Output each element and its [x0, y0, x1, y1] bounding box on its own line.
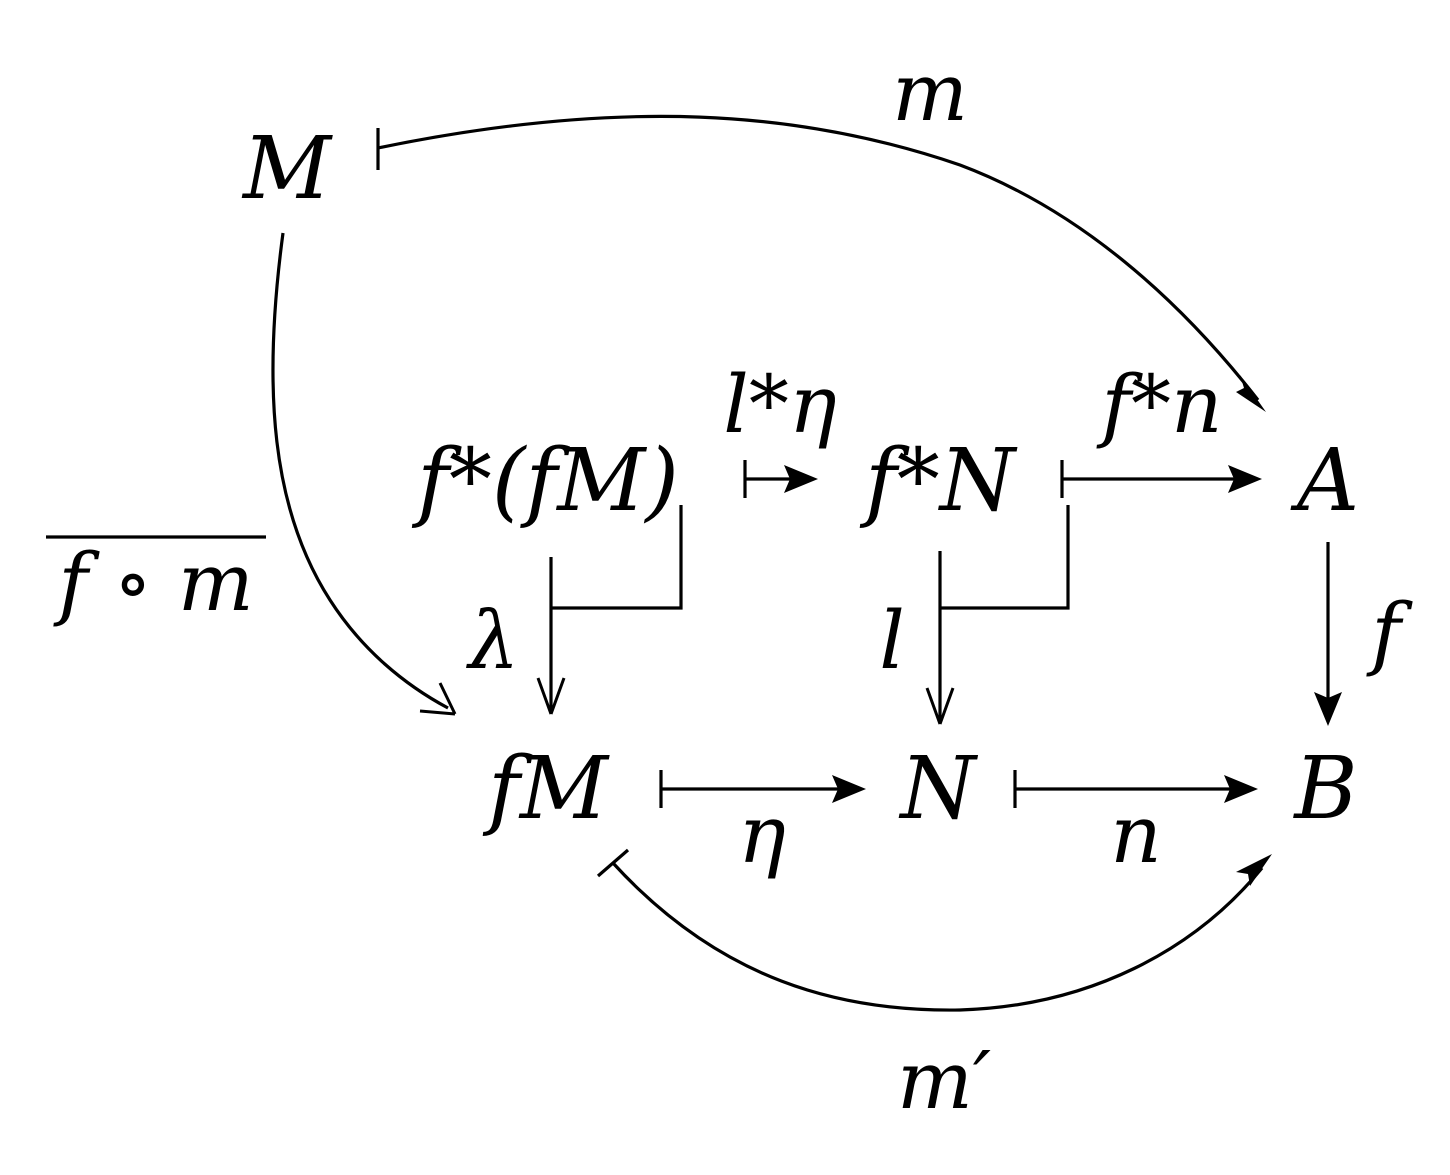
arrow-l	[925, 505, 1070, 725]
node-f-star-fM: f*(fM)	[411, 431, 679, 531]
label-n: n	[1110, 788, 1162, 881]
label-lambda: λ	[466, 594, 520, 687]
label-l: l	[879, 594, 905, 687]
label-m-prime: m′	[897, 1034, 991, 1127]
node-f-star-N: f*N	[859, 431, 1018, 531]
arrow-m	[376, 114, 1266, 412]
node-M: M	[241, 119, 333, 219]
arrow-eta	[659, 770, 866, 808]
node-B: B	[1292, 739, 1357, 839]
arrow-f-star-n	[1060, 460, 1262, 498]
arrow-f-compose-m	[271, 232, 457, 716]
arrow-f	[1314, 542, 1342, 726]
arrow-m-prime	[596, 848, 1272, 1012]
node-A: A	[1290, 431, 1359, 531]
label-l-star-eta: l*η	[723, 358, 837, 451]
arrow-lambda	[536, 505, 683, 715]
node-fM: fM	[482, 739, 610, 839]
label-m: m	[892, 46, 968, 139]
arrow-l-star-eta	[743, 460, 818, 498]
label-f-compose-m: f ∘ m	[53, 536, 254, 629]
label-f-star-n: f*n	[1096, 358, 1222, 451]
label-eta: η	[738, 788, 786, 881]
node-N: N	[898, 739, 978, 839]
label-f: f	[1366, 586, 1413, 679]
arrow-n	[1013, 770, 1258, 808]
